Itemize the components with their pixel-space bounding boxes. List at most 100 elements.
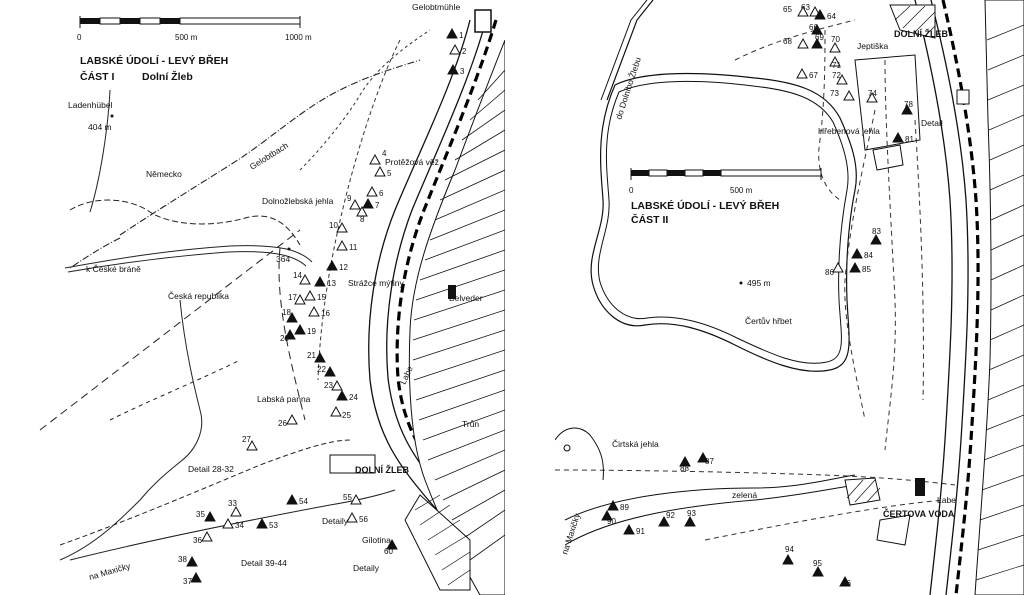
rock-number-label: 78: [904, 100, 913, 109]
rock-number-label: 55: [343, 493, 352, 502]
border-line: [69, 237, 121, 269]
rock-number-label: 87: [705, 457, 714, 466]
rock-marker-icon: [386, 538, 398, 550]
rock-number-label: 85: [862, 265, 871, 274]
rock-marker-icon: [336, 389, 348, 401]
rock-number-label: 65: [783, 5, 792, 14]
rock-number-label: 69: [815, 33, 824, 42]
rock-marker-icon: [356, 205, 368, 217]
gelobtbach-stream: [119, 59, 421, 236]
label-detail: Detail: [921, 118, 943, 128]
rock-marker-icon: [346, 511, 358, 523]
rock-number-label: 27: [242, 435, 251, 444]
rock-marker-icon: [336, 239, 348, 251]
rock-marker-icon: [256, 517, 268, 529]
rock-marker-icon: [684, 515, 696, 527]
rock-number-label: 63: [801, 3, 810, 12]
rock-number-label: 6: [379, 189, 384, 198]
rock-marker-icon: [814, 8, 826, 20]
rock-marker-icon: [829, 41, 841, 53]
label-ladenhubel-alt: 404 m: [88, 122, 112, 132]
map-title: LABSKÉ ÚDOLÍ - LEVÝ BŘEH: [80, 54, 228, 67]
rock-number-label: 23: [324, 381, 333, 390]
map-part-2-canvas: 0 500 m LABSKÉ ÚDOLÍ - LEVÝ BŘEH ČÁST II…: [555, 0, 1024, 595]
elevation-point: [287, 247, 291, 251]
label-strazce-mytiny: Strážce mýtiny: [348, 278, 404, 288]
rock-marker-icon: [892, 131, 904, 143]
label-dolni-zleb: DOLNÍ ŽLEB: [894, 28, 948, 39]
rock-marker-icon: [190, 571, 202, 583]
rock-marker-icon: [330, 405, 342, 417]
rock-number-label: 7: [375, 201, 380, 210]
rock-marker-icon: [294, 293, 306, 305]
label-ceska-republika: Česká republika: [168, 291, 229, 301]
rock-number-label: 91: [636, 527, 645, 536]
label-gelobtbach: Gelobtbach: [248, 140, 290, 172]
rock-marker-icon: [222, 517, 234, 529]
label-na-maxicky: na Maxičky: [559, 511, 582, 555]
rock-marker-icon: [314, 351, 326, 363]
rock-number-label: 17: [288, 293, 297, 302]
rock-number-label: 72: [832, 71, 841, 80]
label-hrebenova-jehla: Hřebenová jehla: [818, 126, 880, 136]
scale-bar: 0 500 m 1000 m: [77, 16, 312, 42]
rock-marker-icon: [851, 247, 863, 259]
rock-number-label: 68: [783, 37, 792, 46]
rock-marker-icon: [870, 233, 882, 245]
rock-marker-icon: [286, 311, 298, 323]
river-labe: [974, 0, 1024, 595]
label-dolnozlebska-jehla: Dolnožlebská jehla: [262, 196, 334, 206]
rock-marker-icon: [201, 530, 213, 542]
label-labe: Labe: [937, 495, 956, 505]
rock-marker-icon: [836, 73, 848, 85]
rock-number-label: 8: [360, 215, 365, 224]
rock-number-label: 96: [842, 579, 851, 588]
map-part-1: 0 500 m 1000 m LABSKÉ ÚDOLÍ - LEVÝ BŘEH …: [0, 0, 505, 595]
label-trun: Trůn: [462, 419, 479, 429]
rock-number-label: 81: [905, 135, 914, 144]
rock-marker-icon: [230, 505, 242, 517]
rock-number-label: 74: [868, 89, 877, 98]
rock-marker-icon: [299, 273, 311, 285]
rock-marker-icon: [607, 499, 619, 511]
label-detail-28-32: Detail 28-32: [188, 464, 234, 474]
label-zelena: zelená: [732, 490, 757, 500]
rock-marker-icon: [374, 165, 386, 177]
rock-marker-icon: [331, 379, 343, 391]
rock-marker-icon: [866, 91, 878, 103]
road-to-dolni-zleb: [606, 0, 654, 101]
map-part-1-canvas: 0 500 m 1000 m LABSKÉ ÚDOLÍ - LEVÝ BŘEH …: [39, 2, 505, 595]
rock-number-label: 95: [813, 559, 822, 568]
rock-number-label: 64: [827, 12, 836, 21]
rock-number-label: 20: [280, 334, 289, 343]
village-blocks: [844, 4, 970, 546]
scale-end-label: 1000 m: [285, 33, 312, 42]
rock-number-label: 83: [872, 227, 881, 236]
rock-number-label: 53: [269, 521, 278, 530]
label-dolni-zleb: DOLNÍ ŽLEB: [355, 464, 409, 475]
label-detaily-2: Detaily: [353, 563, 380, 573]
map-area-label: Dolní Žleb: [142, 70, 193, 83]
label-certuv-hrbet: Čertův hřbet: [745, 316, 792, 326]
rock-number-label: 84: [864, 251, 873, 260]
rock-marker-icon: [349, 198, 361, 210]
rock-number-label: 16: [321, 309, 330, 318]
map-title: LABSKÉ ÚDOLÍ - LEVÝ BŘEH: [631, 199, 779, 212]
label-belveder: Belveder: [449, 293, 483, 303]
rock-marker-icon: [314, 275, 326, 287]
rock-number-label: 24: [349, 393, 358, 402]
rock-number-label: 5: [387, 169, 392, 178]
rock-marker-icon: [812, 565, 824, 577]
label-labska-panna: Labská panna: [257, 394, 311, 404]
label-nemecko: Německo: [146, 169, 182, 179]
rock-marker-icon: [449, 43, 461, 55]
label-k-ceske-brane: k České bráně: [86, 264, 141, 274]
label-cirtska-jehla: Čirtská jehla: [612, 439, 659, 449]
rock-number-label: 3: [460, 67, 465, 76]
label-gelobtmuhle: Gelobtmühle: [412, 2, 460, 12]
river-labe: [408, 39, 505, 595]
rock-marker-icon: [658, 515, 670, 527]
rock-number-label: 9: [347, 194, 352, 203]
valley-edge: [555, 427, 604, 481]
